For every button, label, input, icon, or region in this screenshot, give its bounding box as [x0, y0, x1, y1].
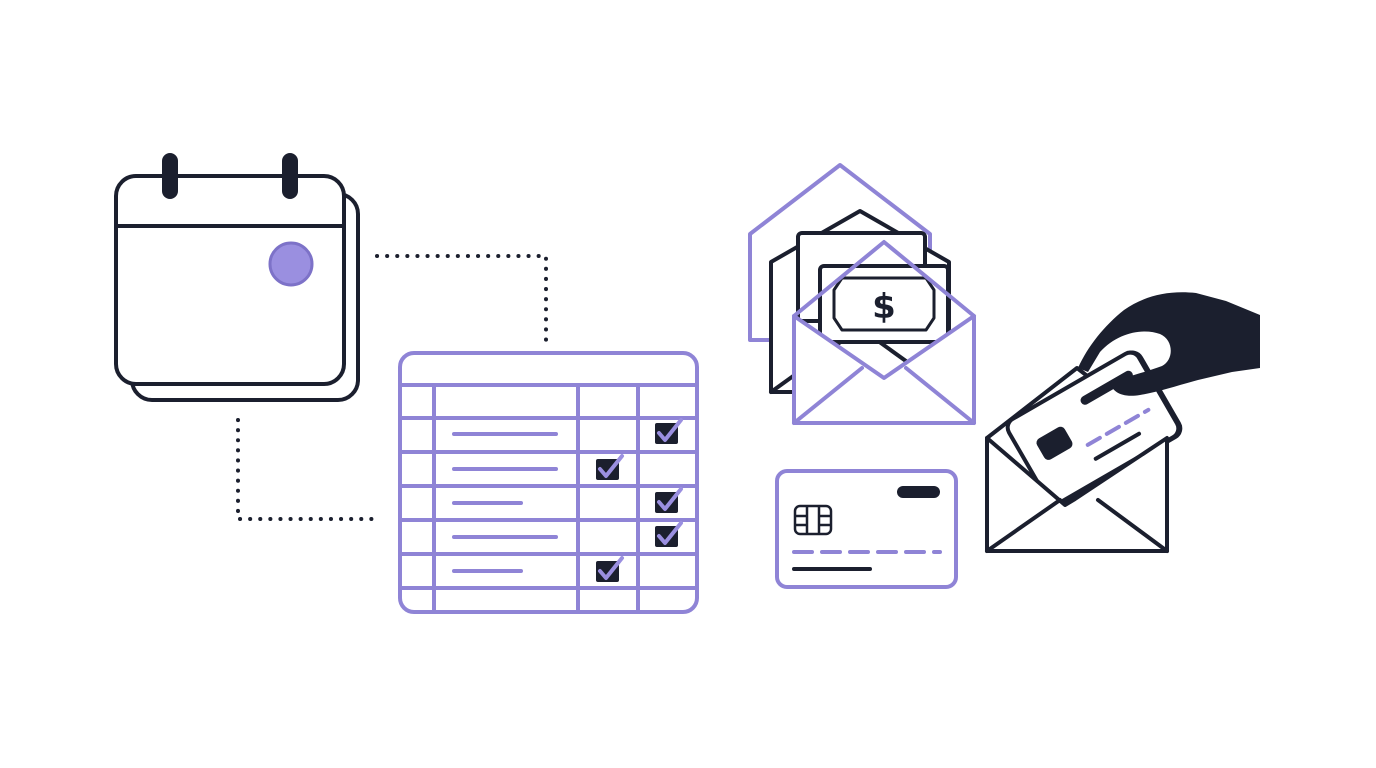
checkbox-checked [596, 556, 624, 582]
hand-icon [1078, 292, 1260, 396]
checklist-table-icon [398, 351, 699, 614]
checkbox-checked [655, 418, 683, 444]
cash-envelope-icon: $ [748, 163, 976, 425]
checkbox-checked [655, 487, 683, 513]
dollar-symbol: $ [872, 287, 896, 327]
dotted-connector [236, 254, 548, 521]
dollar-bill-icon: $ [818, 264, 950, 344]
calendar-icon [114, 153, 360, 402]
card-chip-icon [793, 504, 833, 536]
credit-card-icon [775, 469, 958, 589]
checkbox-checked [596, 454, 624, 480]
checkbox-checked [655, 521, 683, 547]
